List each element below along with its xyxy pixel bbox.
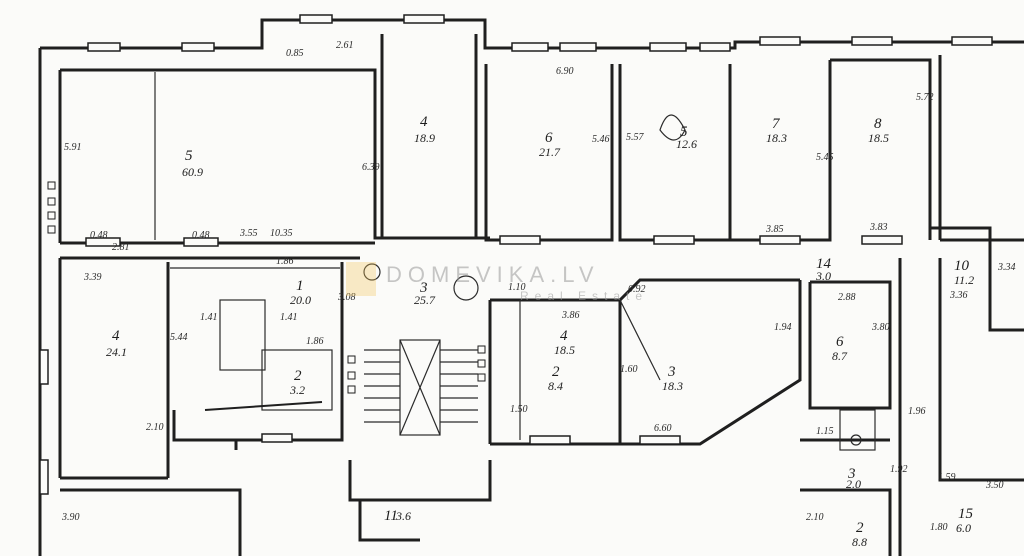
dimension: 1.41 xyxy=(280,312,298,323)
room-area: 20.0 xyxy=(290,293,311,307)
room-area: 6.0 xyxy=(956,521,971,535)
room-area: 18.9 xyxy=(414,131,435,145)
room-area: 24.1 xyxy=(106,345,127,359)
dimension: 2.10 xyxy=(146,422,164,433)
dimension: 1.80 xyxy=(930,522,948,533)
dimension: 1.15 xyxy=(816,426,834,437)
room-labels: 5 60.9 4 18.9 6 21.7 5 12.6 7 18.3 8 18.… xyxy=(106,114,974,549)
watermark-sub: Real Estate xyxy=(520,289,648,303)
dimension: 1.10 xyxy=(508,282,526,293)
room-area: 8.4 xyxy=(548,379,563,393)
room-area: 18.3 xyxy=(766,131,787,145)
stairs xyxy=(364,349,478,423)
room-number: 14 xyxy=(816,256,832,272)
room-number: 4 xyxy=(420,114,428,130)
room-area: 18.3 xyxy=(662,379,683,393)
room-number: 1 xyxy=(296,278,304,294)
dimension: 5.44 xyxy=(170,332,188,343)
dimension: 1.92 xyxy=(890,464,908,475)
dimension: 1.86 xyxy=(276,256,294,267)
room-area: 2.0 xyxy=(846,477,861,491)
dimension: 1.60 xyxy=(620,364,638,375)
room-number: 2 xyxy=(552,364,560,380)
dimension: 3.39 xyxy=(83,272,102,283)
room-number: 2 xyxy=(856,520,864,536)
outer-walls xyxy=(38,18,1024,556)
dimension: 3.80 xyxy=(871,322,890,333)
watermark-brand: DOMEVIKA.LV xyxy=(386,262,600,287)
room-number: 6 xyxy=(545,130,553,146)
dimension: 3.83 xyxy=(869,222,888,233)
room-number: 11 xyxy=(384,508,398,524)
room-area: 3.0 xyxy=(815,269,831,283)
dimension: 3.50 xyxy=(985,480,1004,491)
dimension: 6.39 xyxy=(362,162,380,173)
room-number: 2 xyxy=(294,368,302,384)
dimension: 3.86 xyxy=(561,310,580,321)
dimension: 3.85 xyxy=(765,224,784,235)
room-area: 60.9 xyxy=(182,165,203,179)
dimension: 1.50 xyxy=(510,404,528,415)
dimension: 5.46 xyxy=(592,134,610,145)
dimension: 3.08 xyxy=(337,292,356,303)
dimension: 0.48 xyxy=(192,230,210,241)
room-area: 18.5 xyxy=(868,131,889,145)
room-area: 12.6 xyxy=(676,137,697,151)
dimension: 1.41 xyxy=(200,312,218,323)
room-area: 8.7 xyxy=(832,349,848,363)
windows xyxy=(39,14,993,495)
room-number: 3 xyxy=(419,280,428,296)
room-number: 3 xyxy=(847,466,856,482)
dimension: 2.61 xyxy=(336,40,354,51)
room-number: 8 xyxy=(874,116,882,132)
room-area: 8.8 xyxy=(852,535,867,549)
room-number: 6 xyxy=(836,334,844,350)
room-area: 11.2 xyxy=(954,273,974,287)
wall-markers xyxy=(47,181,486,394)
dimension-labels: 2.61 0.85 5.91 3.55 0.48 10.35 6.39 2.81… xyxy=(61,40,1016,533)
dimension: 5.57 xyxy=(626,132,645,143)
room-number: 7 xyxy=(772,116,781,132)
inner-lines xyxy=(154,72,876,451)
dimension: 5.91 xyxy=(64,142,82,153)
room-number: 5 xyxy=(185,148,193,164)
room-area: 21.7 xyxy=(539,145,561,159)
room-area: 3.2 xyxy=(289,383,305,397)
dimension: 3.36 xyxy=(949,290,968,301)
watermark: DOMEVIKA.LV Real Estate xyxy=(346,262,648,303)
dimension: 2.10 xyxy=(806,512,824,523)
dimension: 0.92 xyxy=(628,284,646,295)
room-number: 5 xyxy=(680,124,688,140)
dimension: 3.55 xyxy=(239,228,258,239)
room-area: 18.5 xyxy=(554,343,575,357)
room-number: 3 xyxy=(667,364,676,380)
dimension: 1.96 xyxy=(908,406,926,417)
dimension: 6.60 xyxy=(654,423,672,434)
dimension: 1.94 xyxy=(774,322,792,333)
room-area: 25.7 xyxy=(414,293,436,307)
dimension: 2.81 xyxy=(112,242,130,253)
room-number: 15 xyxy=(958,506,974,522)
dimension: 5.45 xyxy=(816,152,834,163)
room-number: 4 xyxy=(112,328,120,344)
dimension: 2.88 xyxy=(838,292,856,303)
dimension: 1.59 xyxy=(938,472,956,483)
room-area: 3.6 xyxy=(395,509,411,523)
dimension: 6.90 xyxy=(556,66,574,77)
dimension: 1.86 xyxy=(306,336,324,347)
dimension: 0.85 xyxy=(286,48,304,59)
room-number: 10 xyxy=(954,258,970,274)
dimension: 3.90 xyxy=(61,512,80,523)
dimension: 5.72 xyxy=(916,92,934,103)
dimension: 10.35 xyxy=(270,228,293,239)
dimension: 0.48 xyxy=(90,230,108,241)
room-number: 4 xyxy=(560,328,568,344)
dimension: 3.34 xyxy=(997,262,1016,273)
